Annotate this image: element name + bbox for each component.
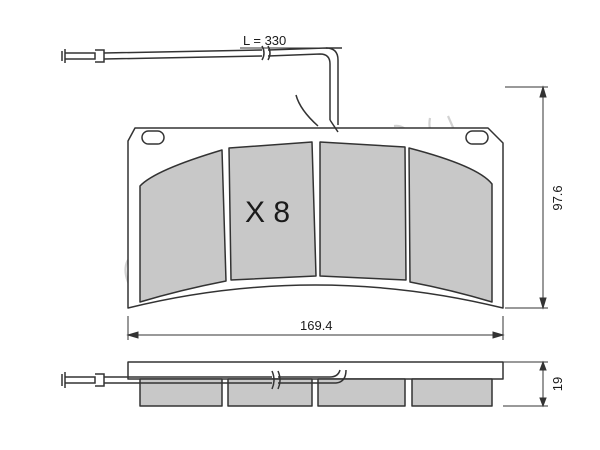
friction-segment-1	[139, 149, 227, 303]
width-dimension-label: 169.4	[300, 318, 333, 333]
wear-sensor-cable-top	[61, 45, 342, 133]
friction-segment-3	[319, 141, 407, 281]
friction-side-segment-2	[227, 378, 313, 407]
friction-segment-4	[408, 147, 493, 303]
wear-sensor-cable-side	[61, 369, 347, 390]
dimension-lines	[126, 47, 548, 408]
quantity-label: X 8	[245, 196, 290, 229]
friction-side-segment-1	[139, 378, 223, 407]
friction-side-segment-4	[411, 378, 493, 407]
friction-segment-2	[228, 141, 317, 281]
mounting-hole-right	[465, 130, 489, 145]
pad-top-view	[127, 127, 504, 309]
backing-plate-side	[127, 361, 504, 380]
friction-side-segment-3	[317, 378, 406, 407]
sensor-length-label: L = 330	[243, 33, 286, 48]
height-dimension-label: 97.6	[550, 185, 565, 210]
height-dimension-line	[505, 86, 548, 309]
pad-side-view	[127, 361, 504, 407]
mounting-hole-left	[141, 130, 165, 145]
thickness-dimension-label: 19	[550, 377, 565, 391]
width-dimension-line	[127, 316, 504, 340]
